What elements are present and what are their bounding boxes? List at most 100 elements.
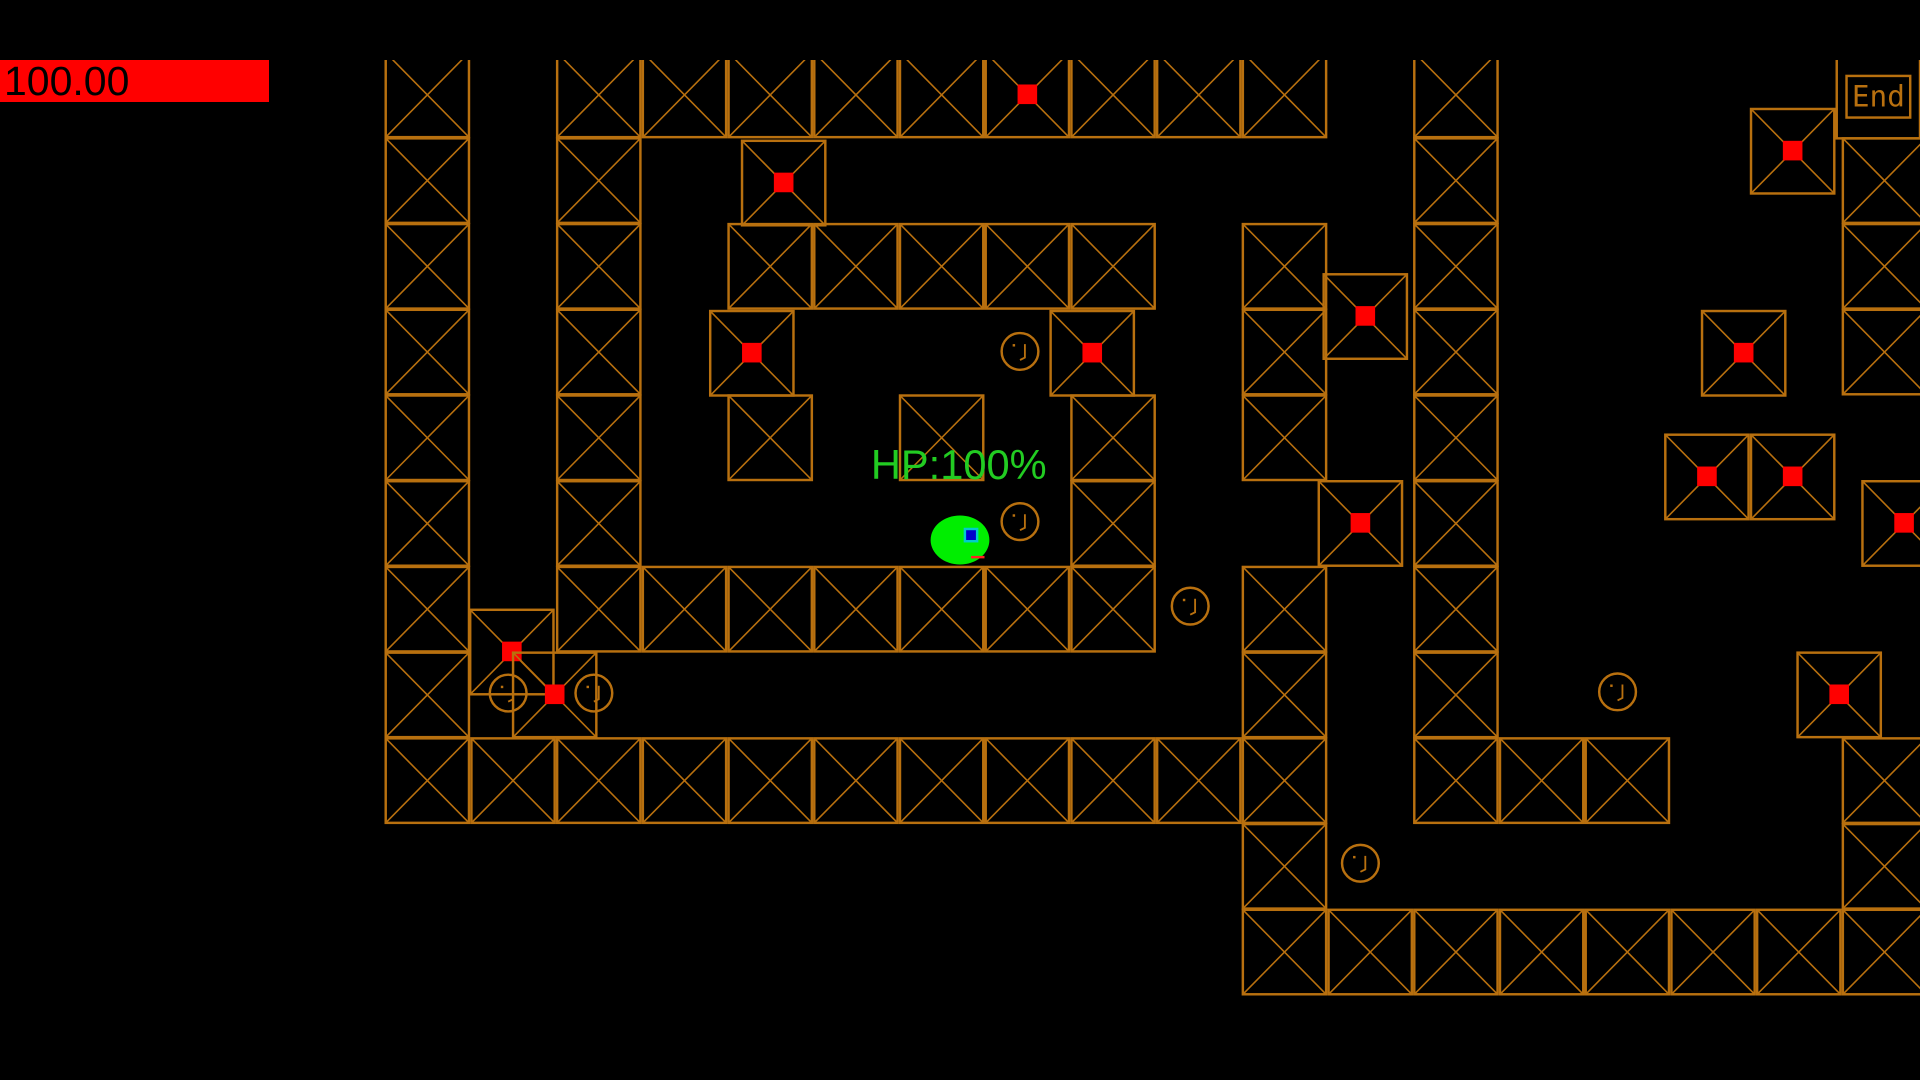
crate-wall [1241,565,1328,653]
crate-wall [1070,60,1156,139]
trap-core [544,684,565,705]
coin-icon [1000,331,1040,372]
player-character: HP:100% [871,441,1047,565]
coin-icon [574,673,614,713]
crate-wall [1841,222,1920,310]
player-hp-label: HP:100% [871,441,1047,488]
crate-wall [1070,394,1156,482]
crate-wall [384,565,471,653]
coin-icon [1170,586,1210,626]
crate-wall [384,737,471,825]
timer-bar: 100.00 [0,60,269,102]
spike-trap-block [1861,480,1920,567]
crate-wall [1841,308,1920,396]
crate-wall [1670,908,1756,996]
spike-trap-block [1749,433,1836,521]
spike-trap-block [1700,309,1787,397]
crate-wall [1155,737,1242,825]
crate-wall [1241,737,1328,825]
coin-icon [1597,672,1638,712]
crate-wall [898,565,985,653]
crate-wall [555,737,642,825]
crate-wall [384,394,471,482]
crate-wall [1413,222,1499,310]
crate-wall [1413,737,1499,825]
crate-wall [641,565,728,653]
crate-wall [1413,651,1499,739]
crate-wall [727,394,814,482]
crate-wall [641,737,728,825]
crate-wall [555,222,642,310]
trap-core [1733,342,1754,363]
crate-wall [1241,651,1328,739]
crate-wall [1755,908,1842,996]
trap-core [1697,466,1717,487]
crate-wall [1841,908,1920,996]
crate-wall [1841,822,1920,910]
crate-wall [555,480,642,567]
crate-wall [1413,394,1499,482]
crate-wall [1841,737,1920,825]
crate-wall [1841,137,1920,225]
crate-wall [813,737,899,825]
crate-wall [898,222,985,310]
crate-wall [1498,908,1585,996]
crate-wall [984,565,1071,653]
crate-wall [1241,822,1328,910]
crate-wall [1241,222,1328,310]
crate-wall [727,60,814,139]
crate-wall [1327,908,1414,996]
crate-wall [1241,60,1328,139]
crate-wall [1241,394,1328,482]
spike-trap-block [1317,480,1404,567]
trap-core [1782,466,1803,487]
spike-trap-block [984,60,1071,139]
crate-wall [555,137,642,225]
spike-trap-block [1664,433,1750,521]
crate-wall [813,222,899,310]
crate-wall [1498,737,1585,825]
trap-core [1350,513,1371,533]
crate-wall [1413,60,1499,139]
crate-wall [1413,480,1499,567]
spike-trap-block [1322,273,1409,360]
trap-core [1894,513,1914,533]
crate-wall [898,60,985,139]
crate-wall [1584,908,1671,996]
crate-wall [384,60,471,139]
crate-wall [555,394,642,482]
trap-core [773,172,794,193]
spike-trap-block [708,309,795,397]
crate-wall [813,565,899,653]
coin-icon [1000,502,1040,542]
crate-wall [727,565,814,653]
crate-wall [1155,60,1242,139]
exit-door: End [1835,60,1920,140]
trap-core [1017,84,1038,105]
spike-trap-block [1749,107,1836,195]
crate-wall [641,60,728,139]
crate-wall [384,651,471,739]
crate-wall [1413,308,1499,396]
crate-wall [984,737,1071,825]
crate-wall [1070,480,1156,567]
crate-wall [555,565,642,653]
coin-icon [488,673,528,713]
crate-wall [898,394,985,482]
crate-wall [1241,308,1328,396]
trap-core [1355,306,1376,326]
crate-wall [384,308,471,396]
crate-wall [1070,737,1156,825]
crate-wall [813,60,899,139]
crate-wall [898,737,985,825]
crate-wall [1413,565,1499,653]
trap-core [1782,140,1803,161]
trap-core [1082,342,1103,363]
timer-text: 100.00 [4,58,130,104]
crate-wall [470,737,556,825]
crate-wall [384,222,471,310]
crate-wall [1070,222,1156,310]
crate-wall [384,480,471,567]
trap-core [742,342,762,363]
